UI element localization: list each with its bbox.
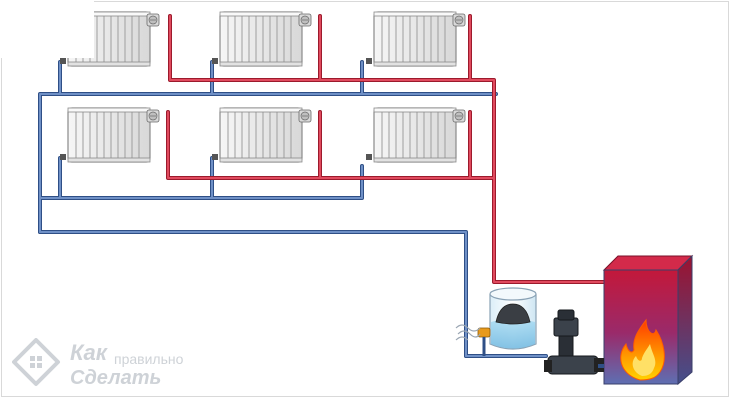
circulation-pump-icon (544, 309, 604, 375)
supply-pipes (166, 14, 606, 284)
house-logo-icon (12, 338, 60, 386)
watermark-line2: Сделать (70, 367, 161, 389)
radiator-top-3 (365, 11, 466, 67)
watermark-line1: Как (70, 340, 109, 365)
return-pipes (38, 60, 548, 358)
boiler-icon (602, 254, 694, 386)
radiator-bottom-3 (365, 107, 466, 163)
radiator-top-2 (211, 11, 312, 67)
template-mask (0, 0, 94, 58)
watermark-logo: Как правильно Сделать (12, 338, 184, 389)
radiator-row-bottom (59, 107, 466, 163)
watermark-line1-small: правильно (114, 351, 184, 367)
flame-icon (620, 318, 665, 381)
radiator-bottom-1 (59, 107, 160, 163)
radiator-row-top (59, 11, 466, 67)
expansion-tank-icon (455, 287, 537, 356)
radiator-bottom-2 (211, 107, 312, 163)
